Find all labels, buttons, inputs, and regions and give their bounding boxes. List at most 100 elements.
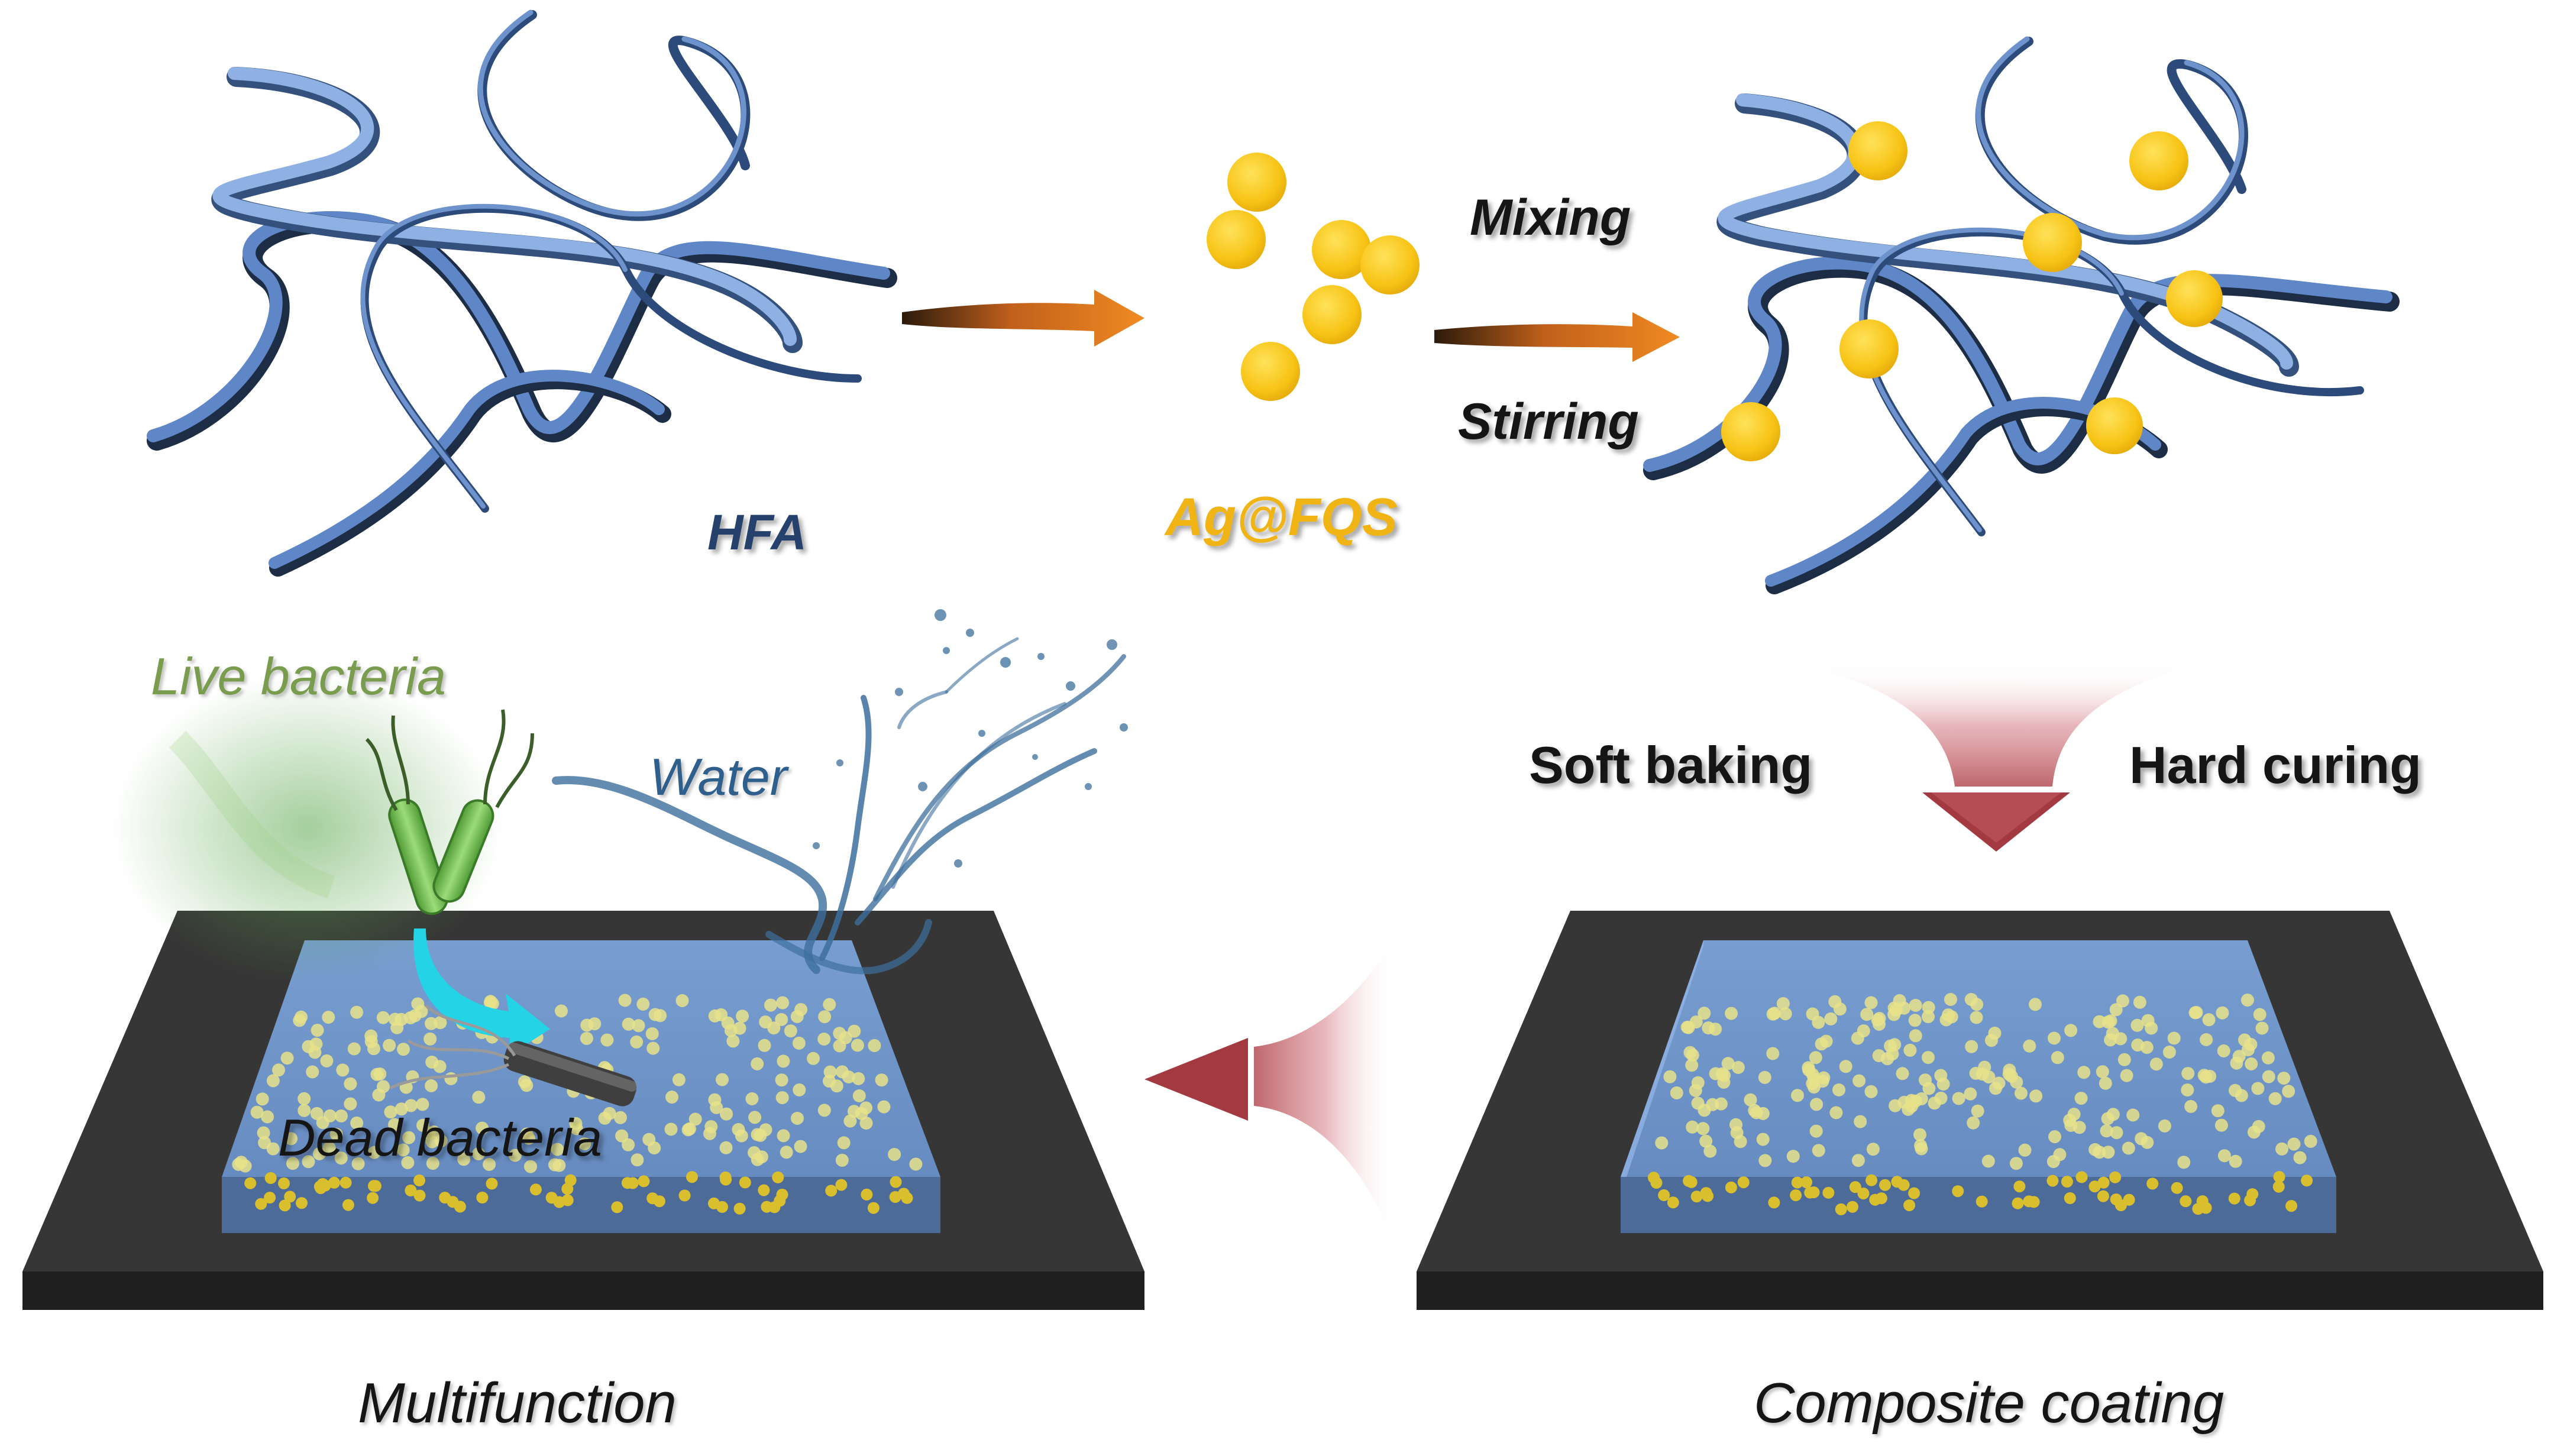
coating-particle [2122,1141,2135,1155]
coating-particle [632,1019,645,1033]
coating-particle [2116,994,2129,1008]
coating-particle [2018,1143,2032,1157]
coating-particle [1875,1192,1887,1205]
coating-particle [791,1112,804,1125]
coating-particle [1978,1060,1991,1074]
coating-particle [257,1126,270,1140]
coating-particle [340,1176,352,1189]
coating-particle [822,1075,836,1088]
coating-particle [2240,994,2254,1007]
coating-particle [364,1035,378,1049]
coating-particle [774,1195,786,1207]
coating-particle [2130,1018,2144,1032]
coating-particle [2097,1190,2109,1202]
coating-particle [457,1153,471,1166]
coating-particle [688,1112,702,1126]
coating-particle [868,1039,881,1052]
coating-particle [2117,1053,2131,1066]
coating-particle [328,1176,340,1189]
coating-particle [751,1057,764,1070]
coating-particle [298,1092,311,1105]
live-bacteria-label: Live bacteria [151,647,446,706]
coating-particle [764,998,777,1012]
coating-particle [1909,1029,1922,1043]
coating-particle [425,1017,438,1030]
coating-particle [2217,1044,2230,1057]
coating-particle [1887,1008,1901,1021]
coating-particle [258,1136,271,1150]
coating-particle [423,1032,437,1046]
coating-particle [308,1046,322,1059]
coating-particle [552,1159,566,1172]
coating-particle [2253,1008,2267,1021]
coating-particle [2131,1038,2145,1052]
coating-particle [266,1074,280,1088]
coating-particle [255,1198,267,1210]
coating-particle [2241,1043,2255,1057]
coating-particle [476,1192,489,1203]
coating-particle [2230,1056,2243,1070]
coating-particle [350,1005,364,1019]
coating-particle [745,1092,759,1105]
coating-particle [2063,1114,2077,1127]
coating-particle [1699,1134,1713,1148]
coating-particle [2216,1006,2229,1020]
coating-particle [875,1073,888,1087]
coating-particle [2048,1130,2061,1144]
coating-particle [646,1192,659,1205]
coating-particle [761,1201,773,1213]
coating-particle [2046,1155,2060,1169]
live-bacteria [112,674,534,982]
hfa-label: HFA [707,504,807,560]
coating-particle [402,1131,416,1144]
coating-particle [1758,1154,1772,1167]
coating-particle [1721,1057,1735,1070]
coating-particle [1791,1176,1803,1189]
coating-particle [1691,1096,1705,1110]
coating-particle [2167,1031,2181,1045]
coating-particle [1854,1115,1867,1128]
coating-particle [2101,1146,2115,1159]
coating-particle [564,1174,577,1186]
coating-particle [350,1116,364,1130]
coating-particle [1737,1176,1750,1189]
coating-particle [835,1153,849,1167]
coating-particle [867,1202,880,1214]
coating-particle [1852,1074,1866,1088]
coating-particle [1685,1059,1699,1072]
coating-particle [1849,1181,1861,1193]
coating-particle [675,994,689,1007]
coating-particle [367,1192,379,1204]
coating-particle [302,1155,315,1169]
coating-particle [646,1041,660,1055]
coating-particle [1922,1082,1936,1095]
coating-particle [716,1073,729,1086]
dead-bacteria-label: Dead bacteria [278,1108,602,1167]
coating-particle [2214,1118,2228,1132]
coating-particle [1690,1190,1703,1203]
coating-particle [396,1143,410,1157]
coating-particle [1944,993,1957,1006]
coating-particle [388,1118,402,1131]
coating-particle [772,1171,784,1183]
coating-particle [522,1131,535,1145]
coating-particle [551,1143,564,1156]
coating-particle [793,1083,806,1096]
coating-particle [472,1147,485,1160]
coating-particle [311,1024,324,1037]
coating-particle [1832,1083,1845,1096]
coating-particle [2262,1070,2275,1083]
coating-particle [2158,1119,2171,1133]
coating-particle [720,1107,733,1121]
coating-particle [736,1010,749,1023]
coating-particle [618,994,632,1007]
coating-particle [621,1177,633,1189]
coating-particle [2202,1013,2216,1027]
coating-particle [1776,997,1790,1010]
coating-particle [1952,1185,1964,1198]
coating-particle [2009,1157,2023,1170]
coating-particle [2013,1180,2026,1193]
coating-particle [775,1091,789,1105]
coating-particle [1889,1099,1902,1112]
coating-particle [1952,1092,1965,1105]
